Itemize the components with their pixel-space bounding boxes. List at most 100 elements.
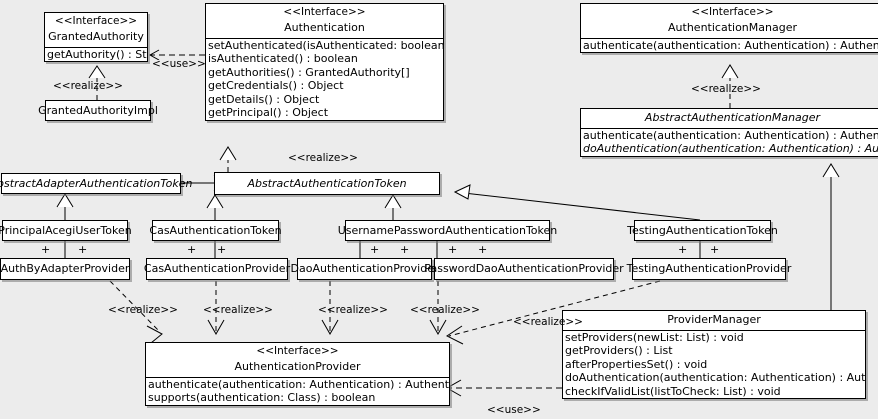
connector-label-realize-abstractauthenticationmanager: <<realize>>: [691, 83, 761, 95]
class-granted-authority-impl[interactable]: GrantedAuthorityImpl: [38, 100, 158, 121]
operation: doAuthentication(authentication: Authent…: [583, 142, 878, 156]
class-header: <<Interface>> AuthenticationProvider: [146, 343, 449, 378]
class-principal-acegi-user-token[interactable]: PrincipalAcegiUserToken: [0, 220, 132, 241]
class-name: AuthenticationProvider: [234, 360, 361, 374]
class-name: CasAuthenticationProvider: [143, 262, 291, 276]
class-testing-authentication-token[interactable]: TestingAuthenticationToken: [627, 220, 778, 241]
class-name: PrincipalAcegiUserToken: [0, 223, 132, 237]
class-provider-manager[interactable]: ProviderManager setProviders(newList: Li…: [562, 310, 866, 400]
class-name: TestingAuthenticationToken: [627, 223, 778, 237]
assoc-end-plus: +: [78, 243, 88, 256]
class-name: TestingAuthenticationProvider: [626, 262, 792, 276]
class-abstract-authentication-token[interactable]: AbstractAuthenticationToken: [214, 172, 440, 195]
class-username-password-authentication-token[interactable]: UsernamePasswordAuthenticationToken: [338, 220, 557, 241]
connector-label-realize-testing: <<realize>>: [513, 316, 583, 328]
class-header: <<Interface>> AuthenticationManager: [581, 4, 878, 39]
connector-label-realize-cas: <<realize>>: [203, 304, 273, 316]
assoc-end-plus: +: [217, 243, 227, 256]
operation: setProviders(newList: List) : void: [565, 330, 744, 344]
class-name: AuthenticationManager: [668, 21, 797, 35]
connector-generalize-casauthenticationtoken: [206, 194, 224, 220]
stereotype-label: <<Interface>>: [283, 6, 366, 18]
operation: getPrincipal() : Object: [208, 106, 329, 120]
operations-compartment: authenticate(authentication: Authenticat…: [146, 378, 449, 405]
connector-label-realize-passworddao: <<realize>>: [410, 304, 480, 316]
connector-generalize-usernamepasswordtoken: [384, 194, 402, 220]
connector-realize-casauthenticationprovider: [207, 281, 225, 336]
connector-generalize-testingauthenticationtoken: [453, 184, 701, 221]
connector-label-realize-grantedauthorityimpl: <<realize>>: [53, 80, 123, 92]
operation: authenticate(authentication: Authenticat…: [148, 377, 449, 391]
operation: getProviders() : List: [565, 344, 673, 358]
class-name: PasswordDaoAuthenticationProvider: [424, 262, 624, 276]
operations-compartment: getAuthority() : String: [45, 48, 147, 62]
connector-realize-testingauthenticationprovider: [446, 280, 661, 345]
connector-label-realize-authbyadapter: <<realize>>: [108, 304, 178, 316]
connector-realize-passworddaoprovider: [429, 281, 447, 336]
assoc-end-plus: +: [187, 243, 197, 256]
stereotype-label: <<Interface>>: [691, 6, 774, 18]
operation: supports(authentication: Class) : boolea…: [148, 391, 376, 405]
class-header: <<Interface>> Authentication: [206, 4, 443, 39]
class-authentication-provider[interactable]: <<Interface>> AuthenticationProvider aut…: [145, 342, 450, 406]
connector-realize-abstractauthenticationmanager: [721, 64, 739, 108]
class-authentication[interactable]: <<Interface>> Authentication setAuthenti…: [205, 3, 444, 121]
class-name: AbstractAuthenticationToken: [247, 176, 407, 190]
connector-realize-grantedauthorityimpl: [88, 65, 106, 100]
assoc-end-plus: +: [41, 243, 51, 256]
class-header: <<Interface>> GrantedAuthority: [45, 13, 147, 48]
operation: getCredentials() : Object: [208, 79, 344, 93]
assoc-end-plus: +: [370, 243, 380, 256]
class-cas-authentication-token[interactable]: CasAuthenticationToken: [149, 220, 282, 241]
operation: doAuthentication(authentication: Authent…: [565, 371, 865, 385]
connector-generalize-principalacegiusertoken: [56, 193, 74, 220]
class-name: UsernamePasswordAuthenticationToken: [337, 223, 558, 237]
operations-compartment: setAuthenticated(isAuthenticated: boolea…: [206, 39, 443, 120]
class-header: ProviderManager: [563, 311, 865, 331]
class-password-dao-authentication-provider[interactable]: PasswordDaoAuthenticationProvider: [424, 258, 624, 280]
class-authentication-manager[interactable]: <<Interface>> AuthenticationManager auth…: [580, 3, 878, 54]
operation: authenticate(authentication: Authenticat…: [583, 128, 878, 142]
class-dao-authentication-provider[interactable]: DaoAuthenticationProvider: [291, 258, 439, 280]
operations-compartment: setProviders(newList: List) : void getPr…: [563, 331, 865, 399]
operation: authenticate(authentication: Authenticat…: [583, 38, 878, 52]
connector-label-use-providermanager: <<use>>: [487, 404, 541, 416]
connector-use-providermanager: [445, 379, 562, 397]
class-header: AbstractAuthenticationManager: [581, 109, 878, 129]
connector-label-use-authentication-grantedauthority: <<use>>: [152, 58, 206, 70]
operation: checkIfValidList(listToCheck: List) : vo…: [565, 384, 781, 398]
class-testing-authentication-provider[interactable]: TestingAuthenticationProvider: [627, 258, 791, 280]
connector-label-realize-abstractauthenticationtoken: <<realize>>: [288, 152, 358, 164]
connector-generalize-providermanager: [822, 163, 840, 310]
operation: getAuthorities() : GrantedAuthority[]: [208, 65, 410, 79]
class-auth-by-adapter-provider[interactable]: AuthByAdapterProvider: [0, 258, 130, 280]
class-abstract-adapter-authentication-token[interactable]: AbstractAdapterAuthenticationToken: [0, 173, 192, 194]
connector-realize-authbyadapterprovider: [109, 280, 163, 344]
assoc-end-plus: +: [478, 243, 488, 256]
class-name: ProviderManager: [667, 313, 761, 326]
class-name: CasAuthenticationToken: [149, 223, 282, 237]
operation: afterPropertiesSet() : void: [565, 357, 708, 371]
operations-compartment: authenticate(authentication: Authenticat…: [581, 39, 878, 53]
assoc-end-plus: +: [678, 243, 688, 256]
class-name: Authentication: [284, 21, 365, 35]
class-name: GrantedAuthorityImpl: [38, 103, 158, 117]
connector-realize-daoauthenticationprovider: [321, 281, 339, 336]
operation: getAuthority() : String: [47, 47, 147, 61]
assoc-end-plus: +: [400, 243, 410, 256]
operation: getDetails() : Object: [208, 92, 320, 106]
class-name: AuthByAdapterProvider: [0, 262, 130, 276]
assoc-end-plus: +: [448, 243, 458, 256]
class-name: AbstractAdapterAuthenticationToken: [0, 176, 193, 190]
class-granted-authority[interactable]: <<Interface>> GrantedAuthority getAuthor…: [44, 12, 148, 63]
class-cas-authentication-provider[interactable]: CasAuthenticationProvider: [143, 258, 291, 280]
class-abstract-authentication-manager[interactable]: AbstractAuthenticationManager authentica…: [580, 108, 878, 157]
class-name: DaoAuthenticationProvider: [290, 262, 439, 276]
class-name: AbstractAuthenticationManager: [644, 111, 821, 124]
stereotype-label: <<Interface>>: [256, 345, 339, 357]
connector-label-realize-dao: <<realize>>: [318, 304, 388, 316]
assoc-end-plus: +: [710, 243, 720, 256]
operation: setAuthenticated(isAuthenticated: boolea…: [208, 38, 443, 52]
stereotype-label: <<Interface>>: [54, 15, 138, 27]
